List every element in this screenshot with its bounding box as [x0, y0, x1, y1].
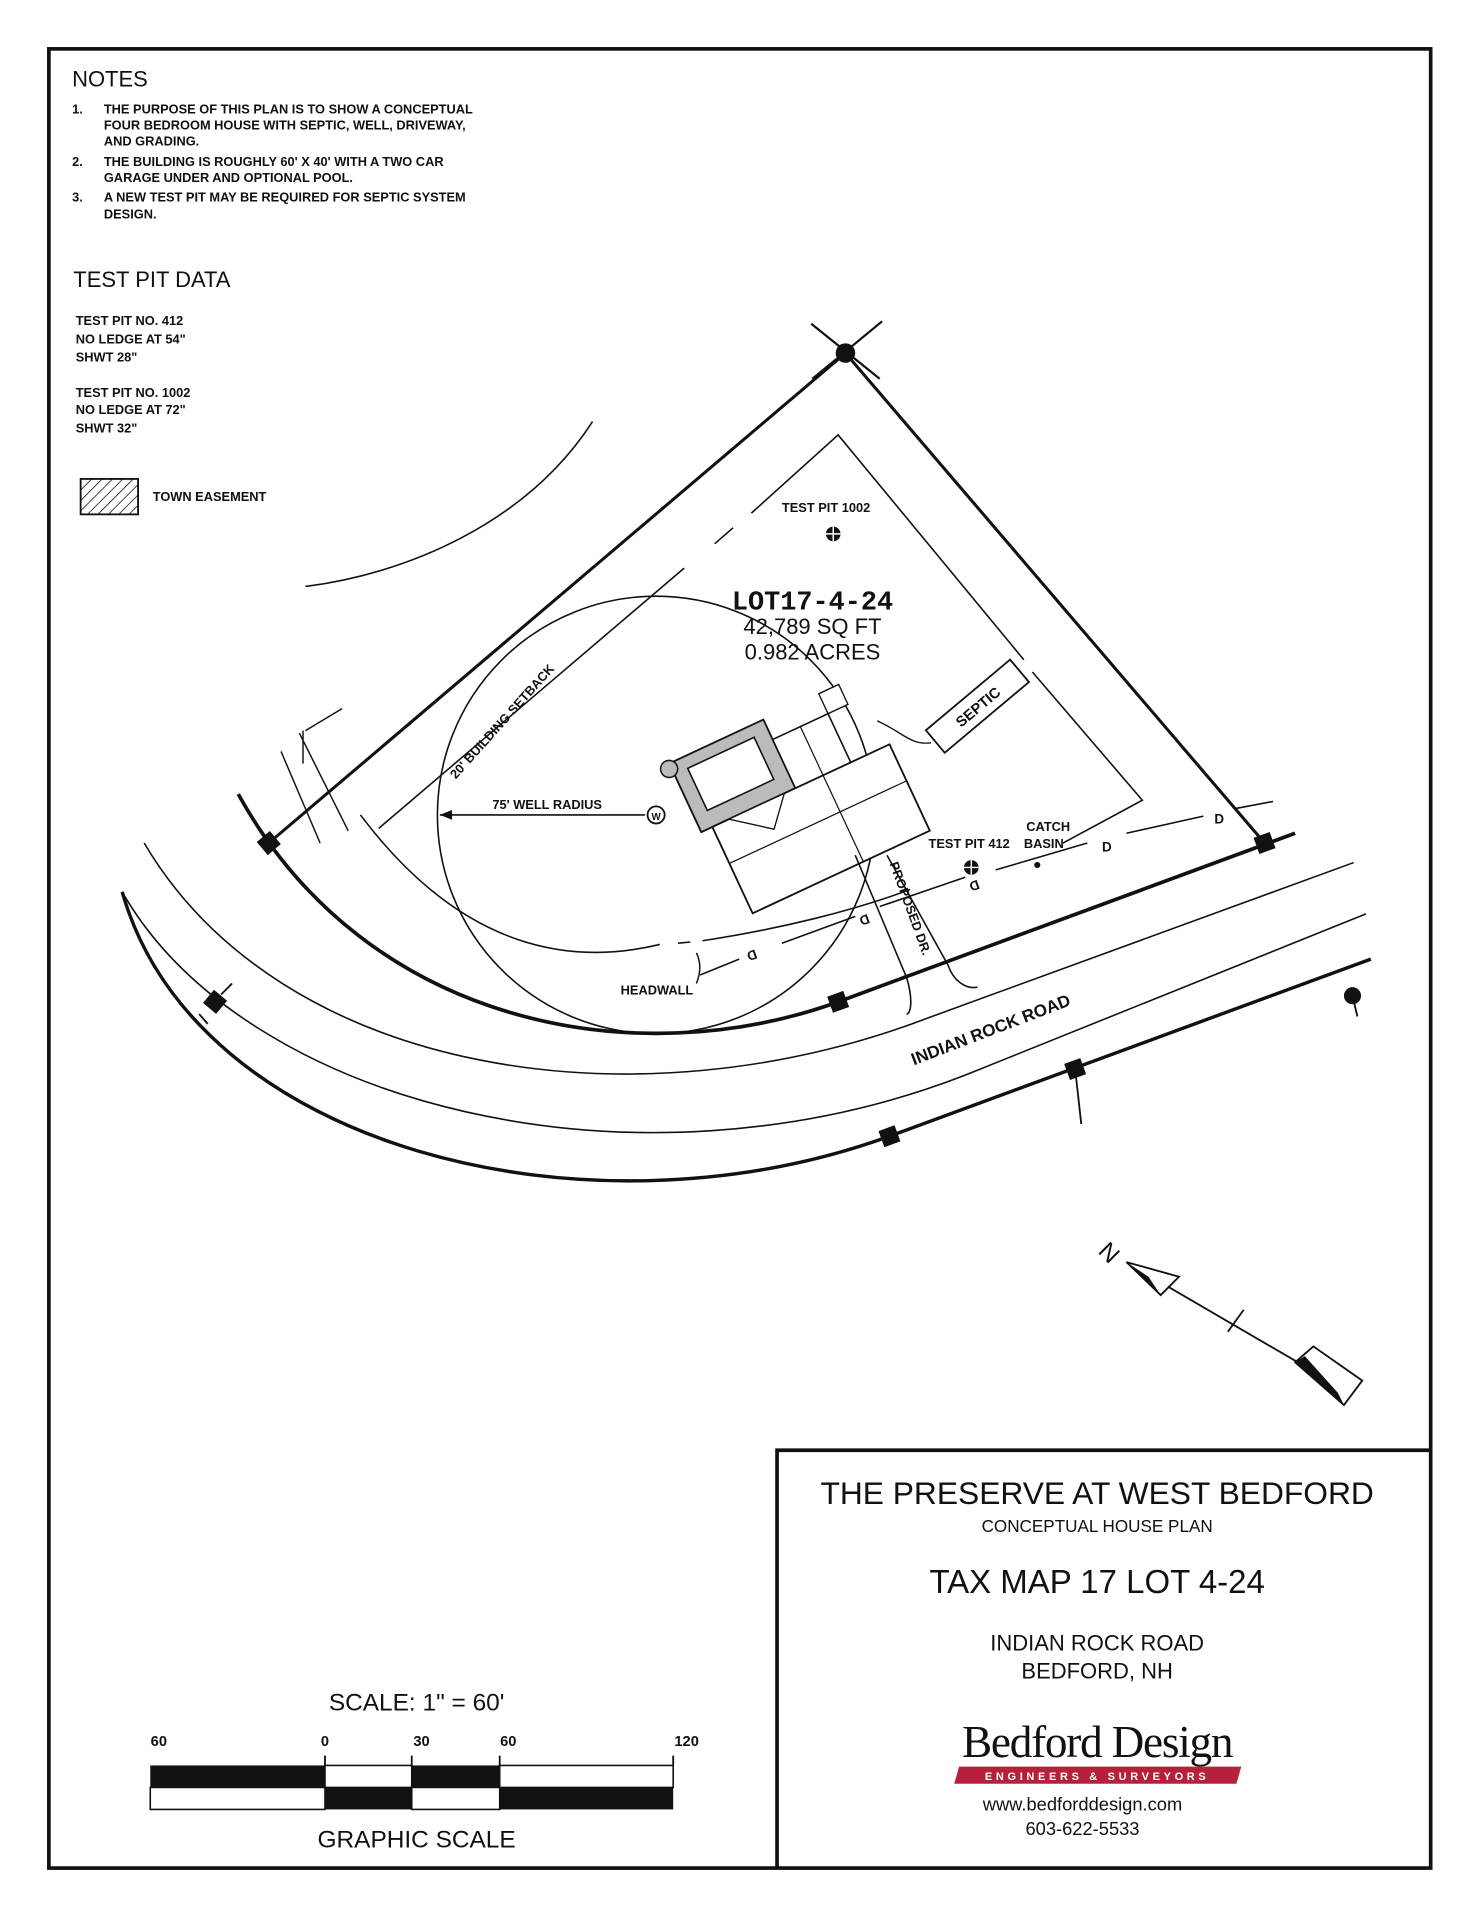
scale-tick: 30 [413, 1734, 429, 1750]
graphic-scale: SCALE: 1" = 60' 60 0 30 60 120 GRAPHIC S… [149, 1689, 699, 1853]
easement-arc [305, 421, 594, 588]
bound-marker-icon [256, 830, 281, 856]
tax-map-label: TAX MAP 17 LOT 4-24 [929, 1563, 1264, 1600]
notes-section: NOTES 1. THE PURPOSE OF THIS PLAN IS TO … [72, 67, 473, 222]
scale-tick: 120 [674, 1734, 698, 1750]
test-pit-line: TEST PIT NO. 1002 [76, 385, 191, 400]
drain-marker: D [745, 946, 760, 964]
address-line-1: INDIAN ROCK ROAD [990, 1631, 1204, 1656]
address-line-2: BEDFORD, NH [1021, 1659, 1172, 1684]
note-line: DESIGN. [104, 207, 157, 222]
sheet-border [47, 47, 1433, 1870]
drain-marker: D [967, 877, 982, 895]
lot-area-acres: 0.982 ACRES [745, 640, 881, 665]
setback-arc [359, 814, 911, 954]
scale-tick: 60 [151, 1734, 167, 1750]
test-pit-data-section: TEST PIT DATA TEST PIT NO. 412 NO LEDGE … [73, 267, 231, 435]
headwall-label: HEADWALL [621, 983, 694, 998]
road-edge [121, 891, 1367, 1134]
catch-basin-label: CATCH [1026, 819, 1070, 834]
test-pit-heading: TEST PIT DATA [73, 267, 231, 292]
drainage-line [699, 800, 1274, 976]
well-radius-label: 75' WELL RADIUS [492, 797, 602, 812]
test-pit-line: SHWT 28" [76, 350, 138, 365]
easement-lines [280, 707, 349, 844]
scale-tick: 0 [321, 1734, 329, 1750]
note-number: 1. [72, 102, 83, 117]
legend-town-easement: TOWN EASEMENT [79, 478, 267, 516]
logo-band [954, 1766, 1242, 1784]
road-right-of-way [120, 891, 1372, 1183]
tank-box [817, 683, 849, 715]
note-line: A NEW TEST PIT MAY BE REQUIRED FOR SEPTI… [104, 190, 466, 205]
arrowhead-icon [439, 810, 453, 820]
note-line: THE BUILDING IS ROUGHLY 60' X 40' WITH A… [104, 154, 444, 169]
scale-caption: GRAPHIC SCALE [318, 1826, 516, 1853]
note-line: FOUR BEDROOM HOUSE WITH SEPTIC, WELL, DR… [104, 118, 466, 133]
company-website: www.bedforddesign.com [982, 1794, 1183, 1815]
bound-marker-icon [878, 1125, 901, 1148]
front-lot-line [236, 793, 1296, 1036]
bound-marker-icon [1253, 832, 1276, 854]
building-setback-line [378, 433, 1144, 844]
north-label: N [1093, 1237, 1125, 1269]
well-icon [646, 805, 666, 825]
bound-marker-icon [202, 989, 228, 1014]
catch-basin-label: BASIN [1024, 836, 1064, 851]
note-line: AND GRADING. [104, 133, 199, 148]
catch-basin-icon [1034, 861, 1041, 869]
company-tagline: ENGINEERS & SURVEYORS [985, 1771, 1209, 1783]
iron-pin-icon [835, 343, 856, 363]
house-footprint [659, 683, 932, 915]
hatch-swatch-icon [79, 478, 139, 516]
note-line: THE PURPOSE OF THIS PLAN IS TO SHOW A CO… [104, 102, 473, 117]
scale-tick: 60 [500, 1734, 516, 1750]
test-pit-line: NO LEDGE AT 54" [76, 331, 186, 346]
north-arrow-icon: N [1093, 1237, 1364, 1407]
note-line: GARAGE UNDER AND OPTIONAL POOL. [104, 170, 353, 185]
title-block: THE PRESERVE AT WEST BEDFORD CONCEPTUAL … [775, 1448, 1431, 1869]
plan-drawing: W 75' WELL RADIUS 20' BUILDING SETBACK S… [120, 320, 1372, 1407]
test-pit-line: TEST PIT NO. 412 [76, 313, 184, 328]
house [711, 743, 932, 915]
drain-marker: D [857, 911, 872, 929]
stairs [726, 792, 786, 830]
drain-marker: D [1214, 811, 1224, 826]
test-pit-line: SHWT 32" [76, 421, 138, 436]
company-phone: 603-622-5533 [1025, 1818, 1139, 1839]
lot-area-sqft: 42,789 SQ FT [743, 614, 881, 639]
notes-heading: NOTES [72, 67, 148, 92]
bound-marker-icon [827, 990, 850, 1013]
plan-subtitle: CONCEPTUAL HOUSE PLAN [982, 1517, 1213, 1536]
note-number: 3. [72, 190, 83, 205]
road-name-label: INDIAN ROCK ROAD [909, 991, 1074, 1069]
drain-marker: D [1102, 840, 1112, 855]
lot-label: LOT17-4-24 [732, 589, 893, 619]
test-pit-412-label: TEST PIT 412 [929, 836, 1010, 851]
proposed-driveway-label: PROPOSED DR. [887, 860, 935, 957]
scale-title: SCALE: 1" = 60' [329, 1689, 505, 1716]
hot-tub [659, 759, 679, 779]
legend-label: TOWN EASEMENT [153, 489, 267, 504]
company-name: Bedford Design [962, 1717, 1233, 1767]
project-title: THE PRESERVE AT WEST BEDFORD [820, 1475, 1373, 1511]
company-logo: Bedford Design ENGINEERS & SURVEYORS [954, 1717, 1242, 1784]
boundary-markers [202, 343, 1362, 1148]
septic-pipe [876, 720, 932, 744]
pool [686, 736, 775, 812]
test-pit-1002-label: TEST PIT 1002 [782, 500, 870, 515]
headwall-icon [695, 952, 701, 984]
note-number: 2. [72, 154, 83, 169]
septic-field: SEPTIC [924, 658, 1031, 755]
driveway [854, 854, 978, 1015]
road-edge [143, 842, 1354, 1075]
test-pit-line: NO LEDGE AT 72" [76, 402, 186, 417]
well-symbol: W [651, 812, 661, 823]
